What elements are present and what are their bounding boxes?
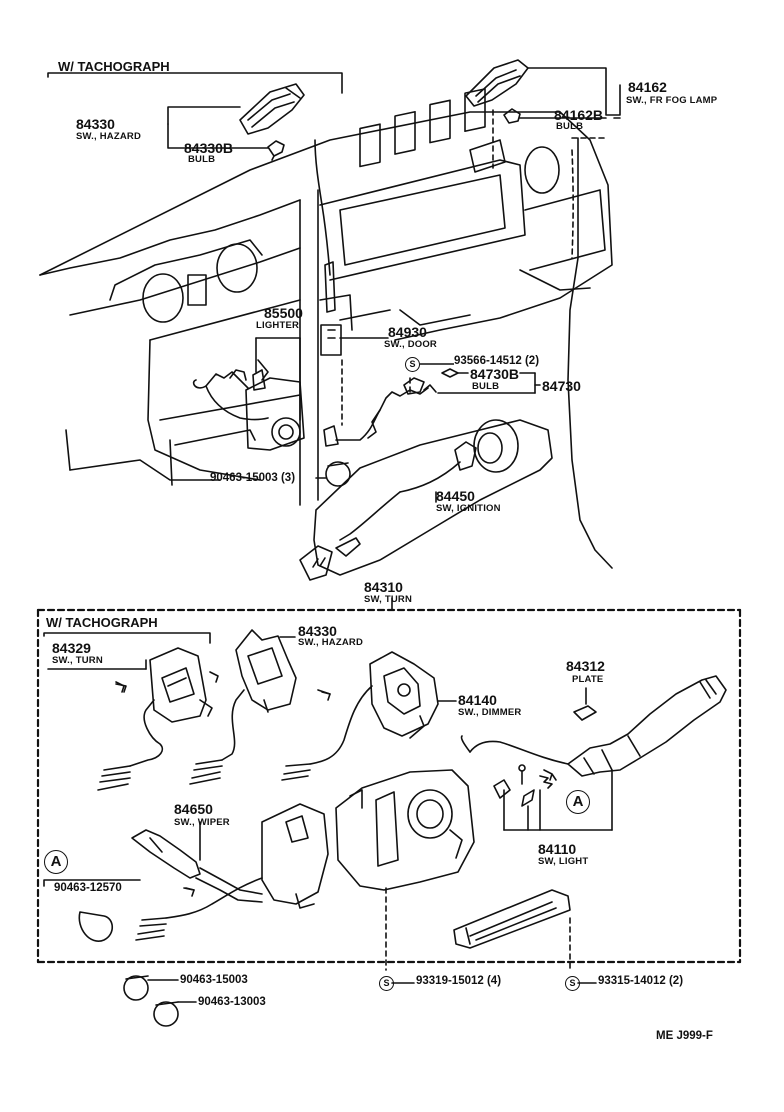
top-harness [314,139,342,356]
hazard-leader [167,106,241,125]
hazard-bulb-part: 84330B [184,140,234,156]
fog-leader [527,67,621,116]
fog-bulb-part: 84162B [554,107,604,123]
turn-sub-desc: SW., TURN [52,655,103,666]
lighter-desc: LIGHTER [256,320,300,331]
screw-symbol-3: S [565,976,580,991]
diagram-code: ME J999-F [656,1030,713,1042]
combination-switch-body [335,769,475,891]
hazard-sub-part: 84330 [298,623,337,639]
hazard-switch-part: 84330 [76,116,115,132]
lighter-assembly [192,337,305,451]
connector-plate [453,889,571,949]
bulb-84730b-part: 84730B [470,366,520,382]
turn-sub-switch [97,647,213,791]
ignition-switch-part: 84450 [436,488,475,504]
wiper-switch-part: 84650 [174,801,213,817]
screw-symbol-2: S [379,976,394,991]
reference-a-left: A [44,850,68,874]
door-switch-part: 84930 [388,324,427,340]
fog-switch-top [465,59,529,107]
hazard-bulb-leader [167,123,269,149]
screw-1-part: 93566-14512 (2) [454,355,540,367]
turn-sub-part: 84329 [52,640,91,656]
fog-bulb-top [503,108,521,124]
turn-switch-part: 84310 [364,579,403,595]
clamp-top [325,461,351,487]
hazard-switch-top [239,83,305,135]
door-switch-desc: SW., DOOR [384,339,437,350]
wiper-switch-body [135,803,329,941]
wiper-switch-lever [131,829,263,903]
screw-1-leader [420,363,454,365]
hazard-bulb-top [267,140,285,161]
right-dashed-pipe [567,137,613,569]
fog-switch-part: 84162 [628,79,667,95]
clamp-footer-2 [153,1001,179,1027]
light-switch-lever [460,675,727,781]
turn-switch-enclosure [36,608,742,964]
clamp-footer-1 [123,975,149,1001]
plate-desc: PLATE [572,674,604,685]
clamp-1-part: 90463-15003 (3) [210,472,296,484]
lighter-part: 85500 [264,305,303,321]
fog-switch-desc: SW., FR FOG LAMP [626,95,718,106]
screw-2-part: 93319-15012 (4) [416,975,502,987]
reference-a-right: A [566,790,590,814]
screw-symbol-1: S [405,357,420,372]
ignition-switch-assembly [299,419,553,581]
assembly-84730-part: 84730 [542,378,581,394]
light-switch-parts [493,764,613,831]
light-switch-part: 84110 [538,841,577,857]
top-tachograph-title: W/ TACHOGRAPH [58,59,170,74]
bulb-84730b-desc: BULB [472,381,500,392]
plate-part-number: 84312 [566,658,605,674]
wiper-switch-desc: SW., WIPER [174,817,230,828]
hazard-bulb-desc: BULB [188,154,216,165]
hazard-sub-switch [189,629,297,785]
bottom-tachograph-bracket [43,632,211,644]
clamp-footer-2-part: 90463-13003 [198,996,266,1008]
bottom-tachograph-title: W/ TACHOGRAPH [46,615,158,630]
fog-bulb-desc: BULB [556,121,584,132]
harness-84730 [323,368,541,447]
clamp-left-part: 90463-12570 [54,882,122,894]
clamp-footer-1-part: 90463-15003 [180,974,248,986]
hazard-sub-desc: SW., HAZARD [298,637,364,648]
dimmer-switch-part: 84140 [458,692,497,708]
dimmer-switch-desc: SW., DIMMER [458,707,522,718]
top-tachograph-bracket [47,72,343,94]
turn-switch-desc: SW, TURN [364,594,413,605]
clamp-left-bracket [43,879,141,887]
clamp-left [78,911,114,942]
hazard-switch-desc: SW., HAZARD [76,131,142,142]
ignition-switch-desc: SW, IGNITION [436,503,501,514]
plate-part [573,687,597,721]
screw-3-part: 93315-14012 (2) [598,975,684,987]
light-switch-desc: SW, LIGHT [538,856,589,867]
screws-bottom [115,683,331,891]
dimmer-switch [281,651,439,781]
